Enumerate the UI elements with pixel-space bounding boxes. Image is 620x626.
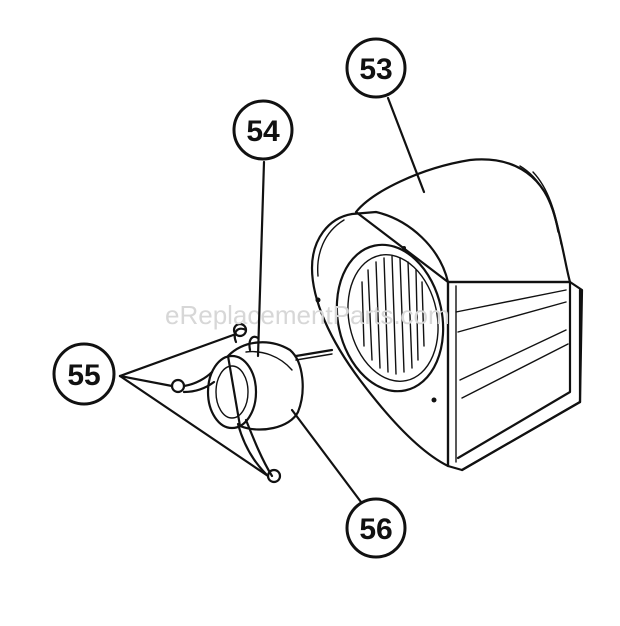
callout-54-label: 54 <box>246 115 280 148</box>
callout-53-label: 53 <box>359 53 392 86</box>
callout-56-label: 56 <box>359 513 392 546</box>
watermark-text: eReplacementParts.com <box>165 300 450 330</box>
callout-54[interactable]: 54 <box>232 99 294 161</box>
blower-motor[interactable] <box>170 322 334 484</box>
callout-56[interactable]: 56 <box>345 497 407 559</box>
blower-housing[interactable] <box>310 158 584 472</box>
callout-55-label: 55 <box>67 359 100 392</box>
leader-lines <box>118 96 426 508</box>
callout-53[interactable]: 53 <box>345 37 407 99</box>
callout-55[interactable]: 55 <box>52 342 116 406</box>
